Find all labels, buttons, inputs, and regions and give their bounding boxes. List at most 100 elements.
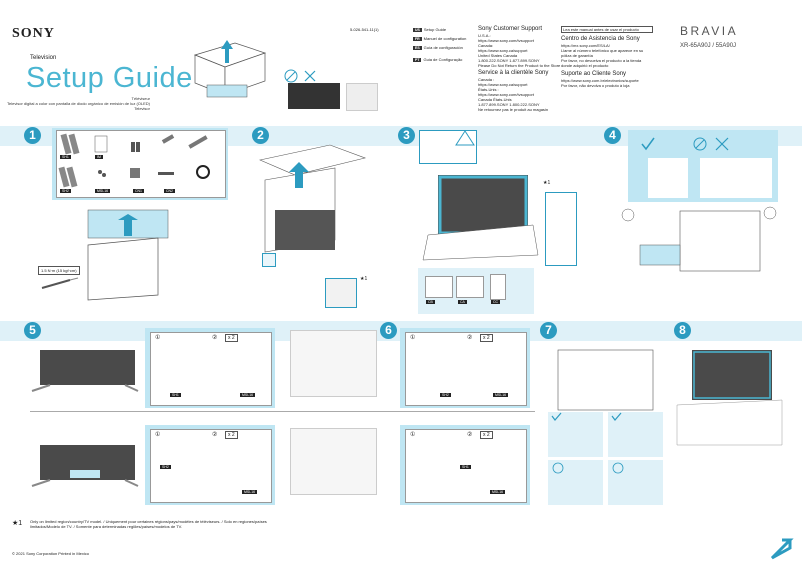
- support-line: 1.800.222.SONY 1.877.899.SONY: [478, 58, 540, 63]
- part-tag: SH1: [60, 155, 71, 159]
- support-line: U.S.A.:: [478, 33, 491, 38]
- lang-label: Setup Guide: [423, 27, 447, 32]
- step-3-number: 3: [398, 127, 415, 144]
- part-tag: CN1: [133, 189, 145, 193]
- cardboard-tag: CB: [426, 300, 435, 304]
- support-title: Centro de Asistencia de Sony: [561, 36, 640, 42]
- divider: [30, 411, 535, 412]
- part-tag: SH1: [170, 393, 181, 397]
- subtitle: Téléviseur Televisor digital a color con…: [0, 96, 150, 111]
- no-tilt-icon: [284, 69, 316, 83]
- support-line: 1.877.899.SONY 1.800.222.SONY: [478, 102, 540, 107]
- tv-front-stand: [31, 350, 139, 392]
- hand-detail: [325, 278, 357, 308]
- support-es: Lea este manual antes de usar el product…: [561, 26, 653, 88]
- corner-arrow-icon: [770, 538, 794, 560]
- read-manual-notice: Lea este manual antes de usar el product…: [561, 26, 653, 33]
- step-7-number: 7: [540, 322, 557, 339]
- support-en: Sony Customer Support U.S.A.: https://ww…: [478, 26, 563, 68]
- support-line: Por favor, no devuelva el producto a la …: [561, 58, 642, 68]
- lang-label: Manuel de configuration: [423, 36, 467, 41]
- clip-detail: [262, 253, 276, 267]
- star-mark: ★1: [543, 180, 551, 186]
- step4-photo-2: [700, 158, 772, 198]
- support-line: Canada :: [478, 77, 495, 82]
- support-title: Suporte ao Cliente Sony: [561, 71, 627, 77]
- support-line: https://www.sony.com.br/electronics/supo…: [561, 78, 639, 83]
- support-line: Please Do Not Return the Product to the …: [478, 63, 561, 68]
- support-line: États-Unis :: [478, 87, 499, 92]
- part-tag: MSL16: [490, 490, 506, 494]
- cardboard-tag: CA: [458, 300, 467, 304]
- footnote: Only on limited region/country/TV model.…: [30, 519, 267, 529]
- support-fr: Service à la clientèle Sony Canada : htt…: [478, 70, 563, 112]
- subtitle-line: Televisor digital a color con pantalla d…: [7, 101, 150, 106]
- part-tag: MSL16: [240, 393, 256, 397]
- part-tag: MSL16: [95, 189, 111, 193]
- step-1-number: 1: [24, 127, 41, 144]
- cardboard-piece: [425, 276, 453, 298]
- part-tag: SH2: [440, 393, 451, 397]
- part-tag: CN2: [164, 189, 176, 193]
- check-no-icons: [641, 137, 729, 151]
- times-badge: x 2: [480, 334, 493, 342]
- part-tag: SH1: [460, 465, 471, 469]
- warning-photo-2: [346, 83, 378, 111]
- copyright: © 2021 Sony Corporation Printed in Mexic…: [12, 551, 89, 556]
- parts-illustration: [58, 133, 210, 188]
- support-line: https://www.sony.ca/support: [478, 48, 528, 53]
- page-title: Setup Guide: [26, 62, 193, 94]
- times-badge: x 2: [225, 334, 238, 342]
- lang-badge: FR: [413, 37, 422, 41]
- cardboard-piece: [456, 276, 484, 298]
- support-line: https://www.sony.ca/support: [478, 82, 528, 87]
- cardboard-piece: [490, 274, 506, 300]
- tv-lift-illustration: [259, 144, 367, 253]
- support-title: Service à la clientèle Sony: [478, 70, 549, 76]
- screwdriver-icon: [41, 277, 79, 289]
- screw-torque-spec: 1.5 N·m (15 kgf·cm): [38, 266, 80, 275]
- step6-back-view: [290, 330, 377, 397]
- support-title: Sony Customer Support: [478, 26, 543, 32]
- carton-illustration: [193, 40, 267, 98]
- warning-photo: [288, 83, 340, 109]
- times-badge: x 2: [225, 431, 238, 439]
- sub-step: ②: [212, 432, 218, 438]
- step-8-number: 8: [674, 322, 691, 339]
- support-line: Por favor, não devolva o produto à loja: [561, 83, 630, 88]
- support-line: Canada:: [478, 43, 494, 48]
- model-number: XR-65A90J / 55A90J: [680, 43, 737, 49]
- support-line: Canada États-Unis: [478, 97, 512, 102]
- sub-step: ②: [212, 335, 218, 341]
- brand-logo: SONY: [12, 26, 55, 41]
- tv-carton-open: [87, 209, 169, 301]
- step6-box: [405, 332, 527, 406]
- tv-on-stand: [676, 350, 783, 446]
- product-category: Television: [30, 55, 57, 61]
- lang-badge: PT: [413, 58, 422, 62]
- step3-detail: [545, 192, 577, 266]
- step-6-number: 6: [380, 322, 397, 339]
- sub-step: ①: [410, 335, 416, 341]
- support-line: Llame al número telefónico que aparece e…: [561, 48, 644, 58]
- people-lift-tv: [621, 206, 777, 272]
- star-mark: ★1: [360, 276, 368, 282]
- subtitle-line: Televisor: [134, 106, 150, 111]
- doc-code: 5-026-541-11(1): [350, 27, 379, 32]
- lang-label: Guia de Configuração: [423, 57, 463, 62]
- support-line: United States Canada: [478, 53, 518, 58]
- sub-step: ①: [410, 432, 416, 438]
- sub-step: ②: [467, 335, 473, 341]
- step-2-number: 2: [252, 127, 269, 144]
- warning-icon: [455, 130, 475, 146]
- bravia-logo: BRAVIA: [680, 24, 739, 38]
- cardboard-tag: CC: [491, 300, 501, 304]
- subtitle-line: Téléviseur: [131, 96, 150, 101]
- sub-step: ②: [467, 432, 473, 438]
- part-tag: MSL16: [493, 393, 509, 397]
- support-line: Ne retournez pas le produit au magasin: [478, 107, 549, 112]
